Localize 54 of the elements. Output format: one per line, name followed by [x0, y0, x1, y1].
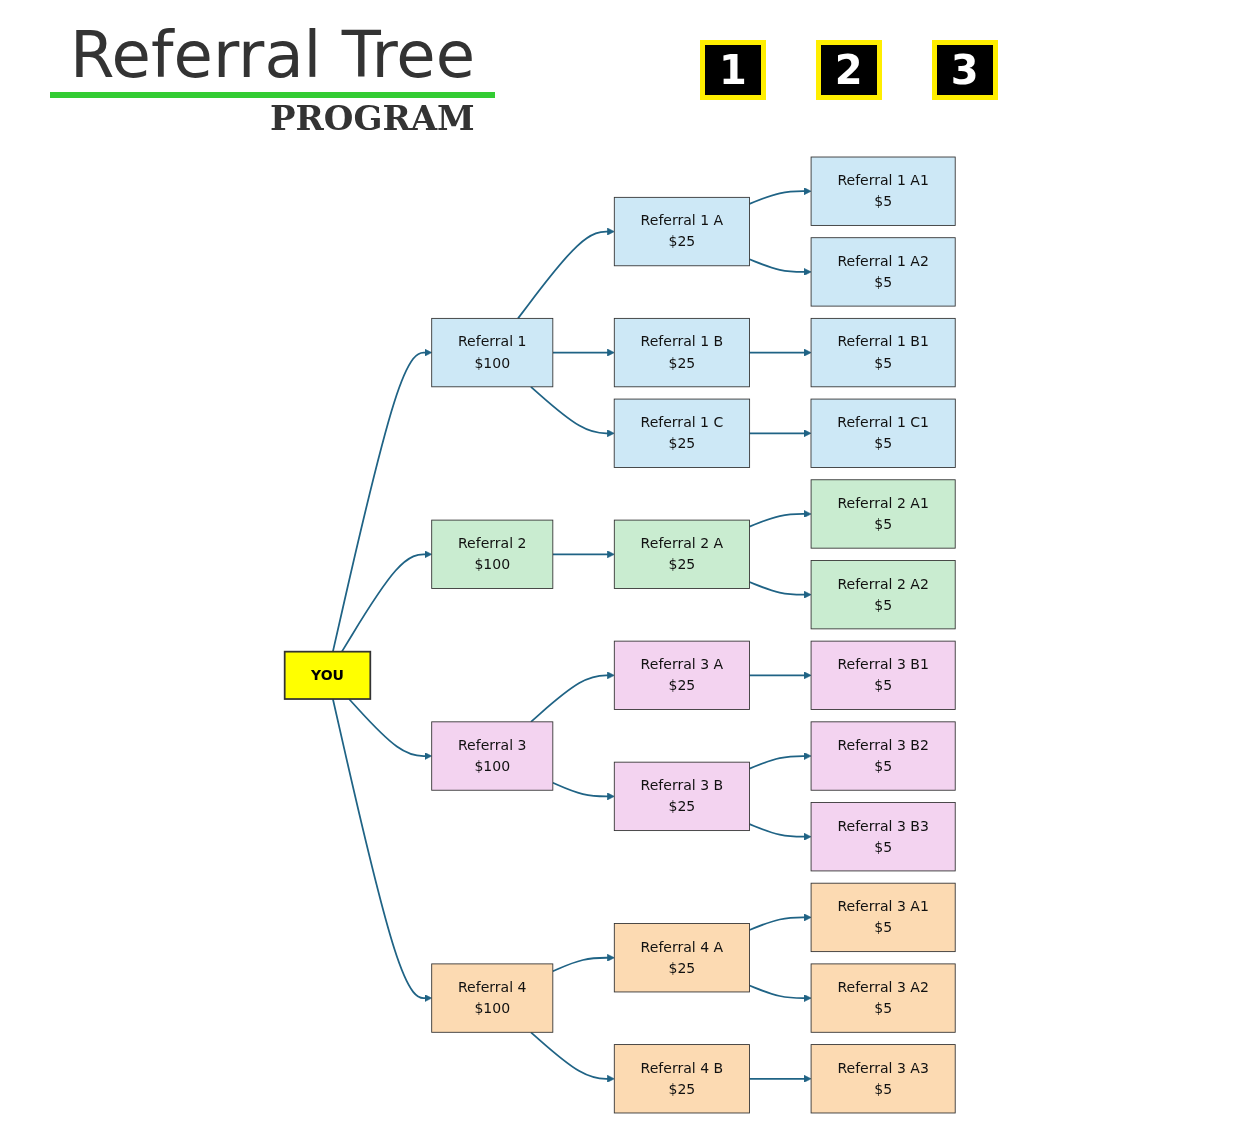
arrow [748, 1074, 812, 1083]
node-box: Referral 3 A $25 [613, 640, 750, 710]
node-box: Referral 2 A1 $5 [810, 479, 956, 549]
column-number: 2 [815, 40, 882, 100]
node-box: Referral 1 B $25 [613, 317, 750, 388]
arrow [748, 429, 812, 438]
node-box: Referral 3 A1 $5 [810, 882, 956, 953]
node-box: YOU [283, 650, 372, 700]
arrow [748, 913, 812, 931]
subtitle: PROGRAM [270, 98, 475, 138]
arrow [748, 187, 812, 205]
node-box: Referral 3 $100 [431, 721, 554, 791]
column-number: 1 [700, 40, 766, 100]
node-box: Referral 3 B1 $5 [810, 640, 956, 710]
arrow [748, 258, 812, 276]
arrow [517, 227, 615, 320]
arrow [748, 581, 812, 599]
node-box: Referral 3 A2 $5 [810, 963, 956, 1033]
arrow [332, 348, 433, 653]
arrow [748, 348, 812, 357]
node-box: Referral 2 A2 $5 [810, 560, 956, 630]
arrow [530, 1031, 615, 1083]
node-box: Referral 1 A2 $5 [810, 237, 956, 307]
title: Referral Tree [50, 18, 496, 98]
node-box: Referral 3 B $25 [613, 761, 750, 832]
arrow [551, 953, 615, 973]
node-box: Referral 4 $100 [431, 963, 554, 1033]
arrow [748, 752, 812, 770]
node-box: Referral 3 B2 $5 [810, 721, 956, 791]
node-box: Referral 1 A1 $5 [810, 156, 956, 226]
arrow [748, 823, 812, 841]
arrow [551, 781, 615, 801]
node-box: Referral 3 A3 $5 [810, 1044, 956, 1114]
node-box: Referral 1 A $25 [613, 196, 750, 267]
node-box: Referral 1 B1 $5 [810, 317, 956, 388]
node-box: Referral 1 C1 $5 [810, 398, 956, 468]
node-box: Referral 1 C $25 [613, 398, 751, 468]
node-box: Referral 3 B3 $5 [810, 802, 956, 872]
arrow [341, 550, 433, 653]
arrow [748, 510, 812, 528]
node-box: Referral 2 A $25 [613, 519, 750, 589]
arrow [530, 671, 615, 723]
node-box: Referral 4 A $25 [613, 923, 750, 993]
arrow [551, 348, 615, 357]
arrow [748, 671, 812, 680]
node-box: Referral 2 $100 [431, 519, 554, 589]
node-box: Referral 1 $100 [431, 317, 554, 388]
arrow [530, 385, 615, 438]
arrow [332, 698, 433, 1002]
arrow [348, 698, 433, 760]
column-number: 3 [931, 40, 998, 100]
node-box: Referral 4 B $25 [613, 1044, 750, 1114]
arrow [748, 984, 812, 1002]
arrow [551, 550, 615, 559]
